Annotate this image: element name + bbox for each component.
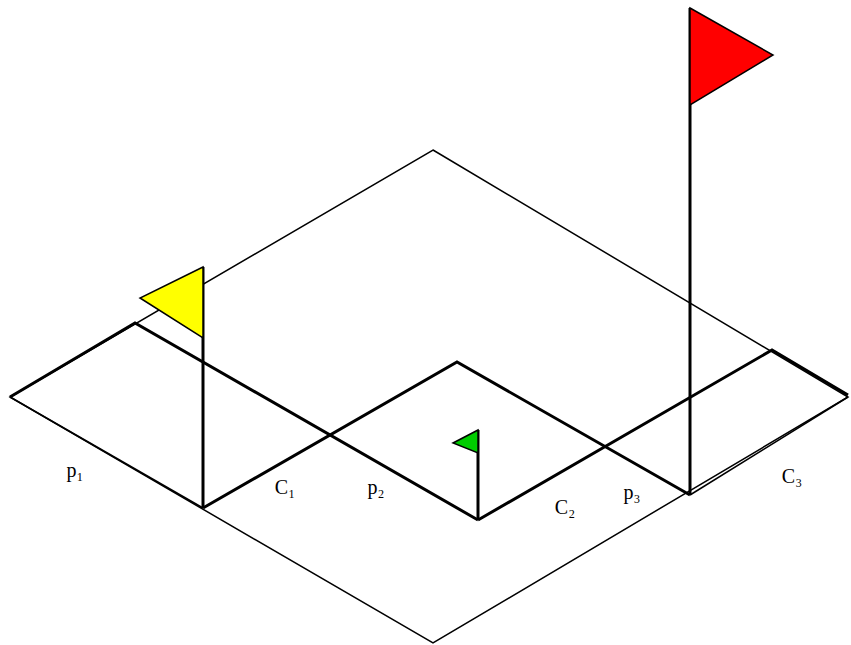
bold-segment [10, 323, 478, 520]
flags [140, 8, 773, 520]
thin-edge [10, 397, 203, 508]
segment-label: C₂ [553, 496, 577, 518]
green-flag [453, 430, 478, 453]
segment-label: C₃ [780, 465, 804, 487]
segment-label: p₃ [622, 481, 643, 503]
segment-label: C₁ [273, 476, 297, 498]
bold-segment [478, 350, 848, 520]
thin-edge [690, 397, 848, 495]
yellow-flag [140, 267, 203, 338]
segment-label: p₁ [65, 459, 86, 481]
bold-segment [203, 362, 690, 508]
segment-label: p₂ [366, 476, 387, 498]
red-flag [690, 8, 773, 105]
outline [10, 150, 848, 643]
bold-path [10, 323, 848, 520]
outer-diamond [10, 150, 848, 643]
